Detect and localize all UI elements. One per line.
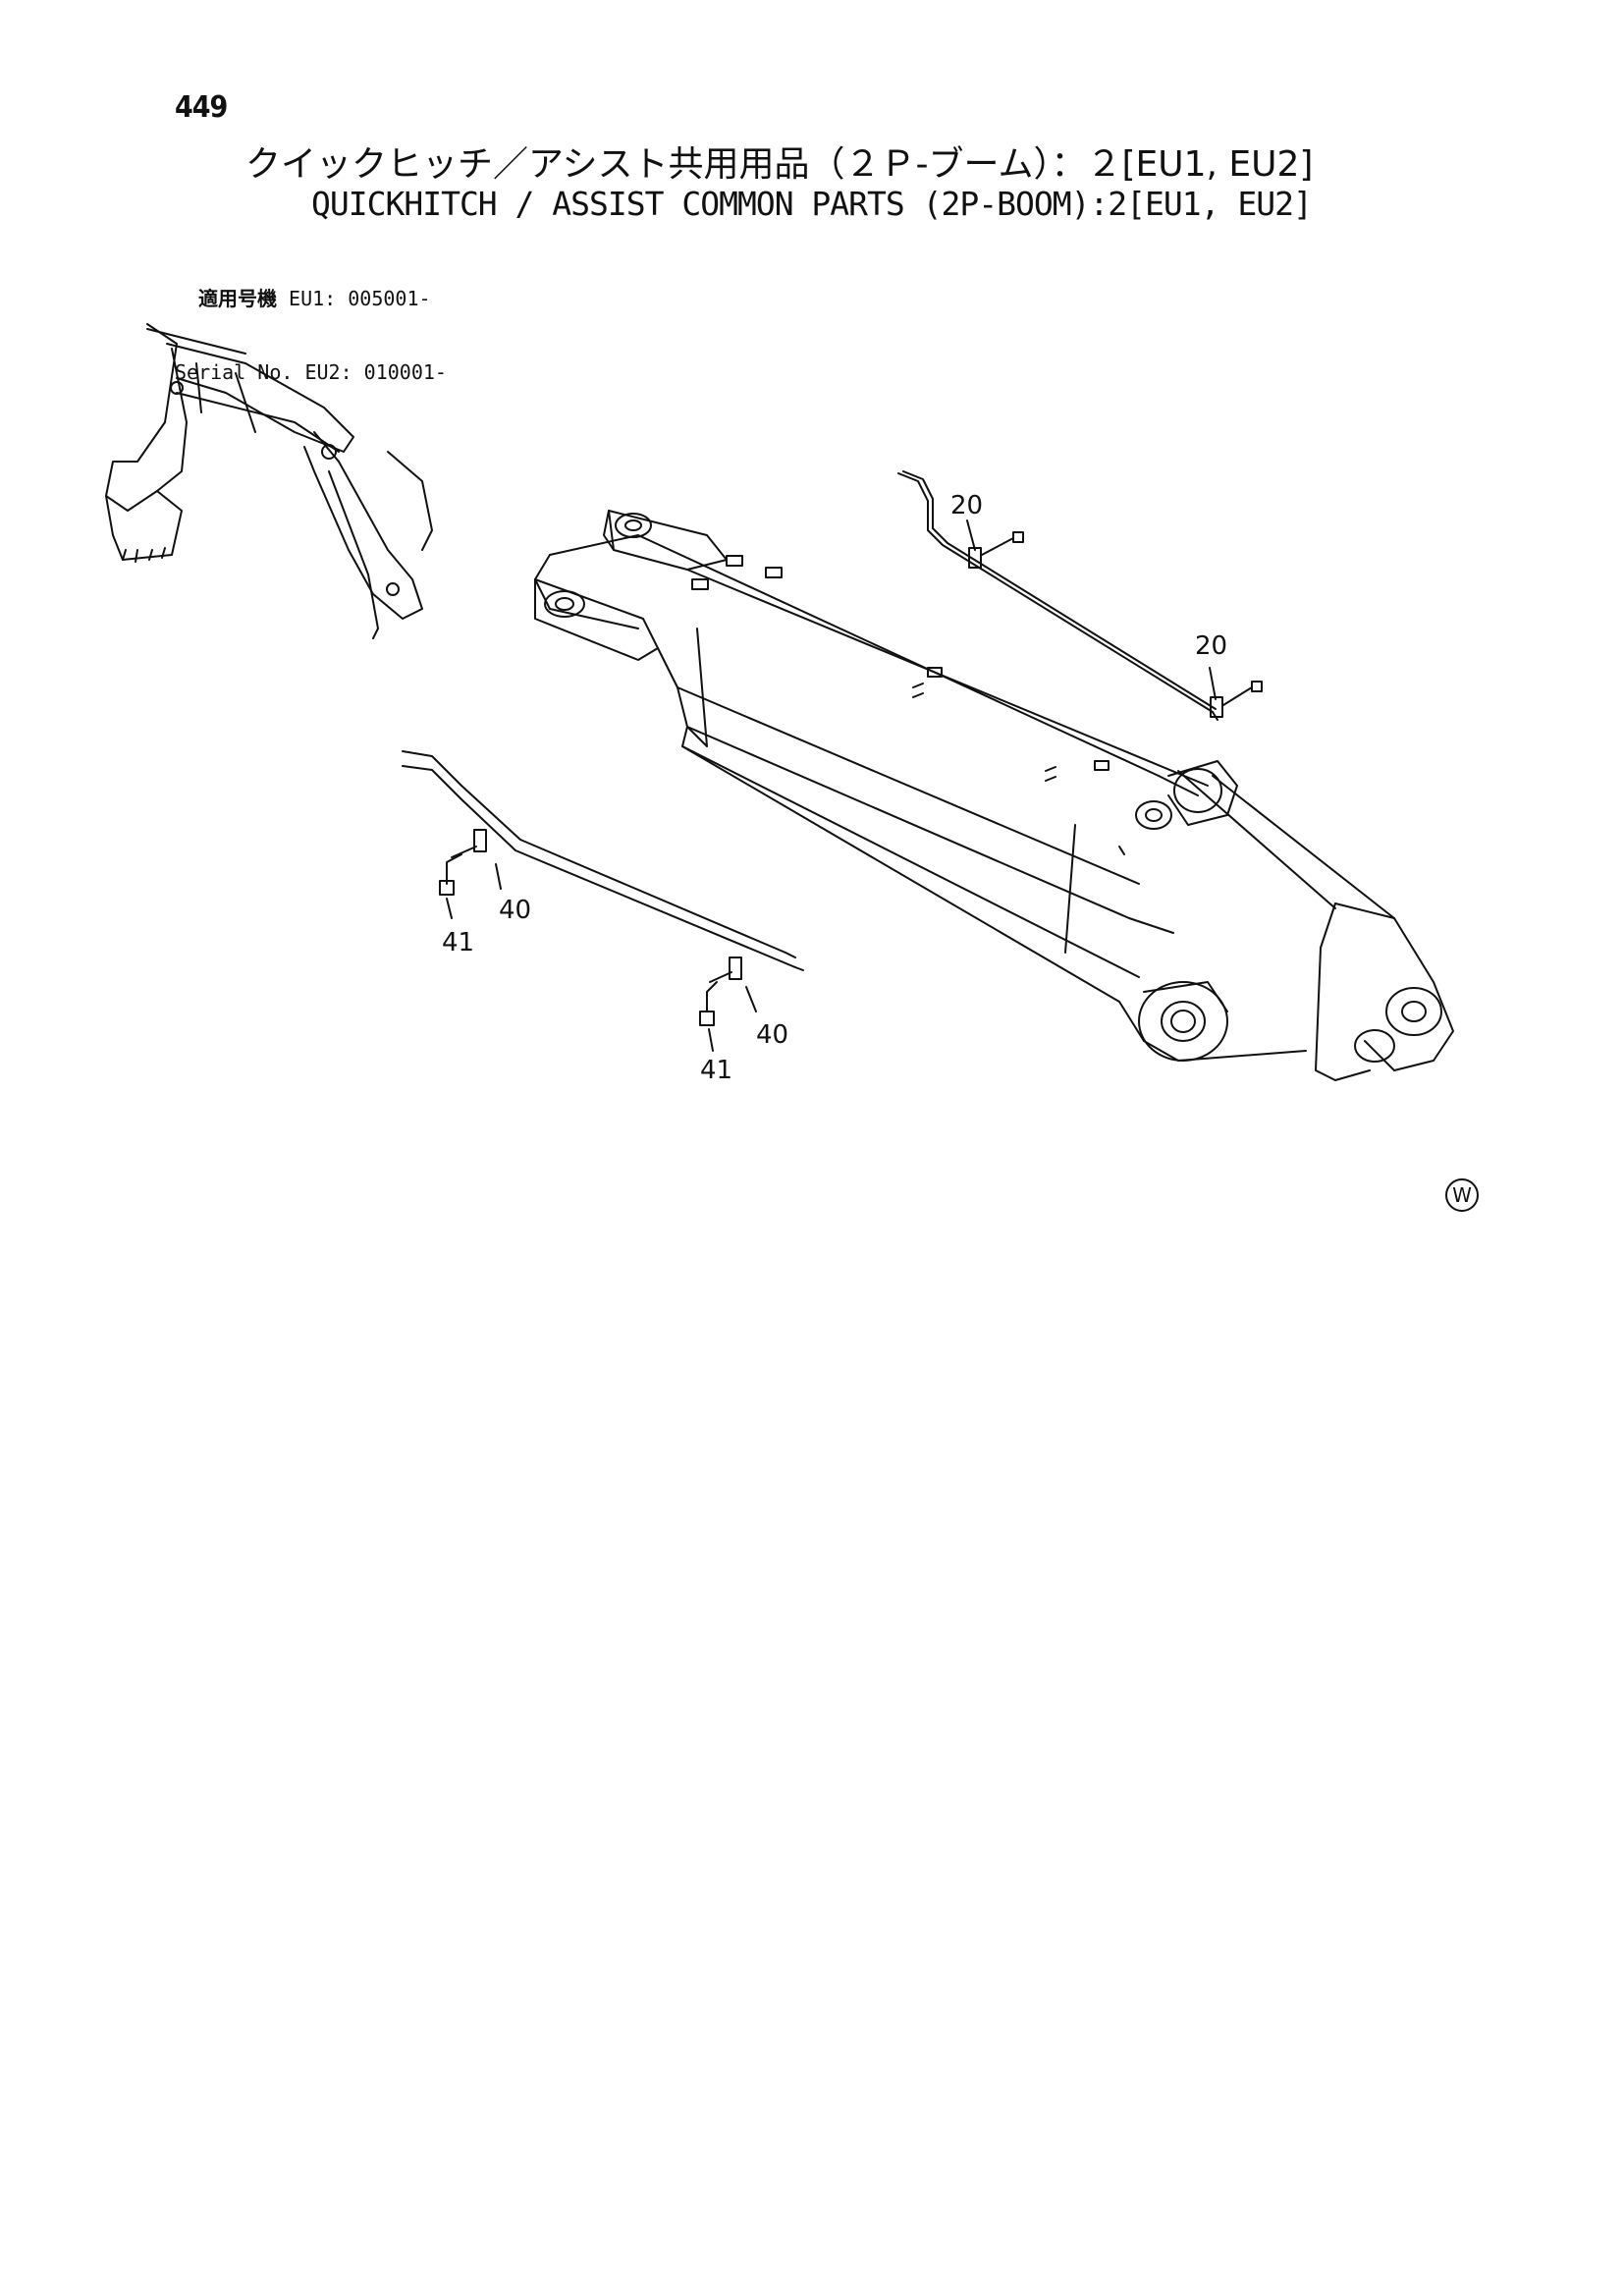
serial-label-jp: 適用号機 [198,287,277,310]
callout-40-upper: 40 [499,896,531,925]
title-english: QUICKHITCH / ASSIST COMMON PARTS (2P-BOO… [311,185,1313,223]
pipe-upper [897,470,1218,721]
clamp-20-lower [1210,696,1223,718]
callout-20-lower: 20 [1195,631,1227,661]
boom [534,510,1454,1081]
serial-eu2: EU2: 010001- [304,360,447,384]
pipe-lower [402,750,804,971]
clamp-40-lower [729,957,742,980]
callout-41-upper: 41 [442,928,474,957]
bolt-41-lower [706,981,718,1012]
excavator-inset [105,323,433,639]
clamp-40-upper [473,829,487,852]
serial-eu1: EU1: 005001- [289,287,431,310]
bolt-41-upper [446,853,462,885]
bolt-20-lower [1222,686,1253,706]
callout-20-upper: 20 [950,491,983,520]
bolt-20-upper [981,537,1014,556]
title-japanese: クイックヒッチ／アシスト共用用品（２Ｐ-ブーム）：２[EU1, EU2] [245,144,1314,185]
callout-40-lower: 40 [756,1020,788,1050]
callout-41-lower: 41 [700,1056,732,1085]
corner-mark: W [1445,1178,1479,1212]
page-number: 449 [175,90,228,125]
